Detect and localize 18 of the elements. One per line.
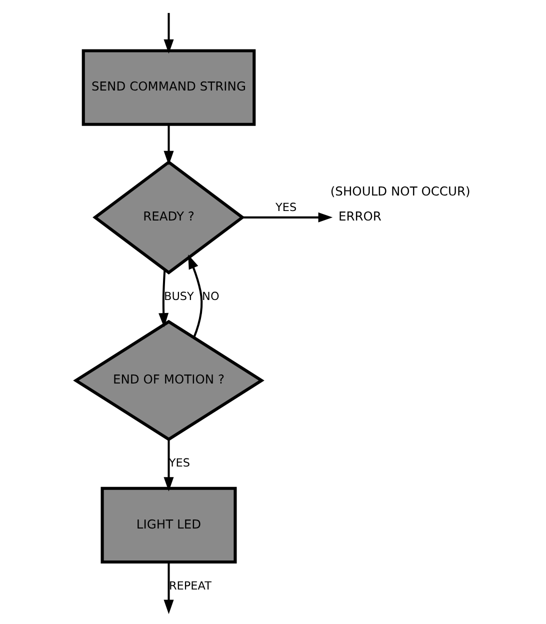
arrow (163, 12, 174, 54)
edge-label: BUSY (164, 290, 194, 304)
arrow (158, 270, 168, 328)
arrow (163, 124, 174, 166)
arrow (163, 440, 174, 492)
edge-label: YES (168, 456, 190, 470)
node-diamond: END OF MOTION ? (72, 320, 264, 442)
node-text: ERROR (338, 210, 381, 224)
node-box: LIGHT LED (100, 486, 236, 564)
edge-label: YES (275, 201, 296, 214)
arrow (163, 562, 174, 614)
arrow (188, 254, 202, 338)
node-box: SEND COMMAND STRING (81, 49, 256, 126)
node-label: (SHOULD NOT OCCUR) (330, 184, 470, 199)
edge-label: NO (202, 290, 219, 304)
node-diamond: READY ? (92, 160, 244, 275)
arrow (242, 212, 332, 222)
edge-label: REPEAT (168, 579, 211, 592)
